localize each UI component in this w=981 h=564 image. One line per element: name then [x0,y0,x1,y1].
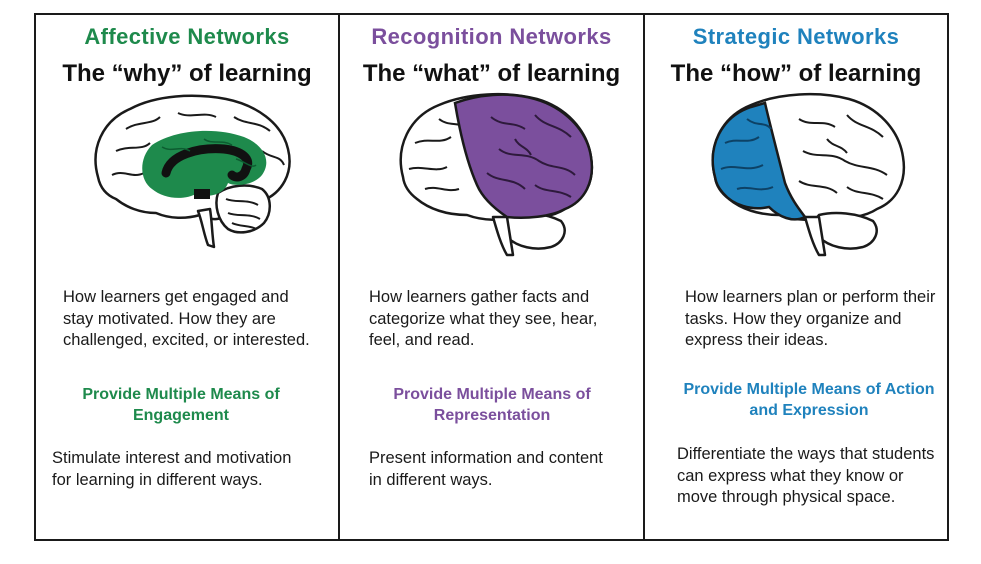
affective-networks-description: How learners get engaged and stay motiva… [63,288,310,349]
recognition-networks-action: Present information and content in diffe… [369,449,603,489]
strategic-networks-subtitle: The “how” of learning [670,60,922,87]
recognition-networks-description: How learners gather facts and categorize… [369,288,598,349]
action-expression-principle: Provide Multiple Means of Action and Exp… [683,381,935,419]
brain-limbic-highlight-icon [94,94,291,249]
affective-networks-action: Stimulate interest and motivation for le… [52,449,292,489]
affective-networks-subtitle: The “why” of learning [62,60,312,87]
recognition-networks-column: Recognition Networks The “what” of learn… [340,15,645,539]
affective-networks-column: Affective Networks The “why” of learning [36,15,340,539]
recognition-networks-subtitle: The “what” of learning [362,60,621,87]
representation-principle: Provide Multiple Means of Representation [393,386,591,424]
recognition-networks-title: Recognition Networks [371,24,612,49]
strategic-networks-action: Differentiate the ways that students can… [677,445,935,506]
strategic-networks-title: Strategic Networks [692,24,900,49]
engagement-principle: Provide Multiple Means of Engagement [82,386,280,424]
strategic-networks-column: Strategic Networks The “how” of learning… [645,15,947,539]
affective-networks-title: Affective Networks [84,24,290,49]
strategic-networks-description: How learners plan or perform their tasks… [685,288,936,349]
udl-networks-table: Affective Networks The “why” of learning [34,13,949,541]
brain-frontal-highlight-icon [711,92,906,257]
brain-posterior-highlight-icon [399,92,594,257]
